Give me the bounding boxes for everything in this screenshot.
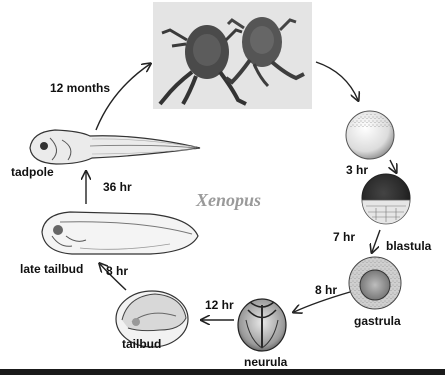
adult-frogs-photo [153, 2, 312, 109]
egg-stage [346, 111, 394, 159]
stage-label-tadpole: tadpole [11, 166, 54, 178]
gastrula-stage [349, 257, 401, 309]
tadpole-stage [30, 130, 200, 164]
neurula-stage [238, 299, 286, 351]
time-label-36-hr: 36 hr [103, 181, 132, 193]
late-tailbud-stage [42, 212, 198, 254]
stage-label-blastula: blastula [386, 240, 431, 252]
time-label-3-hr: 3 hr [346, 164, 368, 176]
time-label-12-hr: 12 hr [205, 299, 234, 311]
blastula-stage [362, 174, 410, 224]
arrow-blastula-to-gastrula [372, 230, 380, 252]
time-label-12-months: 12 months [50, 82, 110, 94]
diagram-title: Xenopus [196, 191, 261, 209]
stage-label-gastrula: gastrula [354, 315, 401, 327]
time-label-7-hr: 7 hr [333, 231, 355, 243]
stage-label-neurula: neurula [244, 356, 287, 368]
stage-label-late-tailbud: late tailbud [20, 263, 83, 275]
arrow-tadpole-to-adult [96, 64, 150, 130]
stage-label-tailbud: tailbud [122, 338, 161, 350]
arrow-adult-to-egg [316, 62, 358, 100]
time-label-8-hr-left: 8 hr [106, 265, 128, 277]
time-label-8-hr-right: 8 hr [315, 284, 337, 296]
bottom-border-bar [0, 369, 445, 375]
arrow-egg-to-blastula [390, 160, 396, 172]
